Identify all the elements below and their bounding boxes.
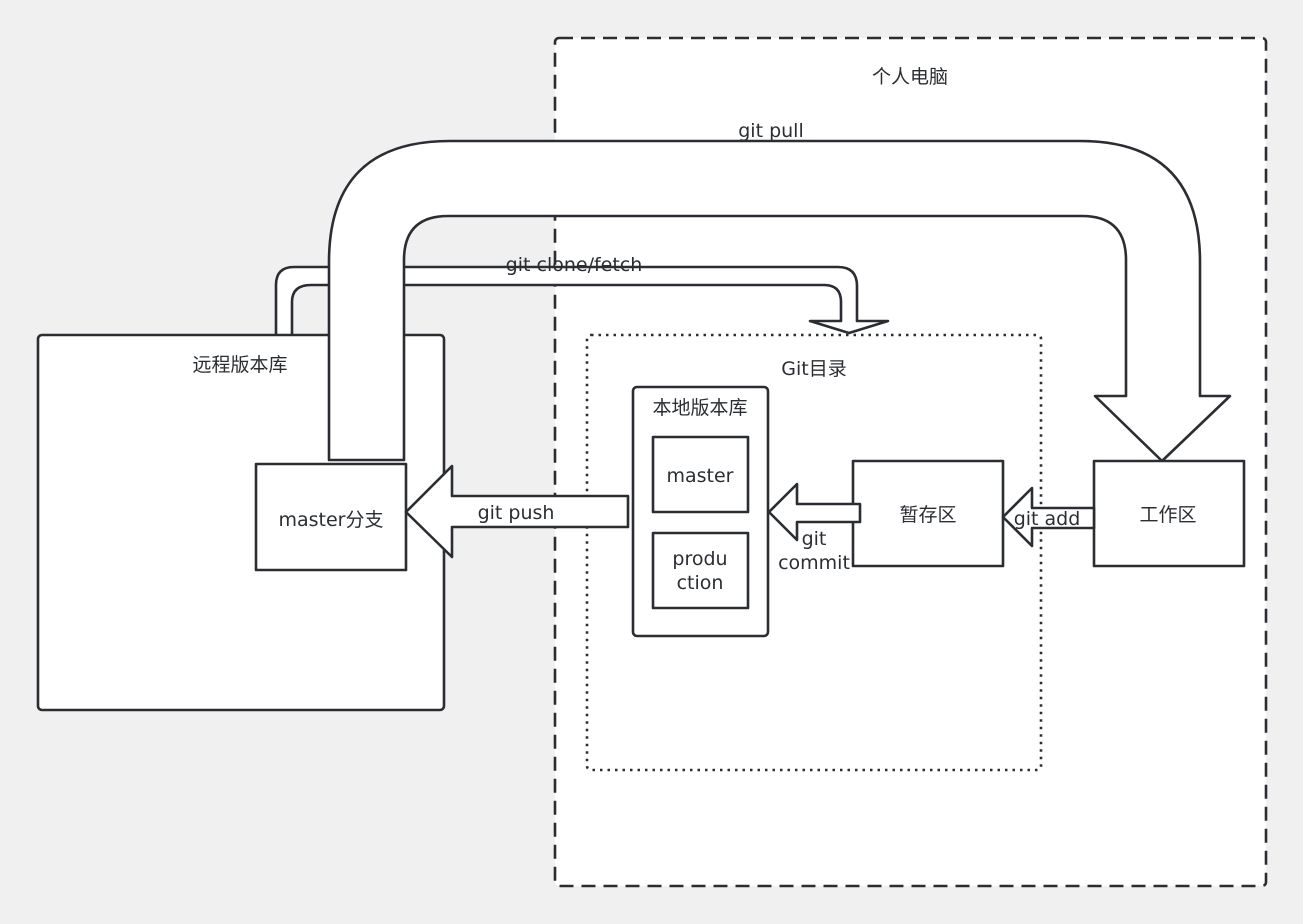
- pull-arrow: [327, 139, 1232, 463]
- clone-fetch-label: git clone/fetch: [506, 254, 643, 276]
- remote-master-branch-label: master分支: [278, 509, 383, 531]
- pull-label: git pull: [738, 120, 804, 142]
- commit-label-line2: commit: [778, 552, 850, 574]
- staging-label: 暂存区: [899, 504, 956, 526]
- add-arrow: [1001, 486, 1096, 548]
- remote-repo-label: 远程版本库: [192, 354, 287, 376]
- clone-fetch-arrow: [274, 265, 890, 338]
- workspace-label: 工作区: [1139, 504, 1196, 526]
- staging-box: [851, 459, 1005, 568]
- personal-computer-label: 个人电脑: [872, 66, 948, 88]
- local-master-branch: [651, 435, 750, 514]
- push-arrow: [404, 464, 630, 559]
- local-master-label: master: [666, 465, 733, 487]
- add-label: git add: [1014, 508, 1081, 530]
- local-production-label-line1: produ: [672, 548, 727, 570]
- commit-arrow: [767, 482, 862, 542]
- local-production-branch: [651, 531, 750, 610]
- remote-master-branch-box: [254, 462, 408, 572]
- local-repo-label: 本地版本库: [652, 397, 747, 419]
- git-dir-label: Git目录: [781, 358, 846, 380]
- push-label: git push: [478, 502, 555, 524]
- commit-label-line1: git: [802, 528, 827, 550]
- local-production-label-line2: ction: [677, 572, 724, 594]
